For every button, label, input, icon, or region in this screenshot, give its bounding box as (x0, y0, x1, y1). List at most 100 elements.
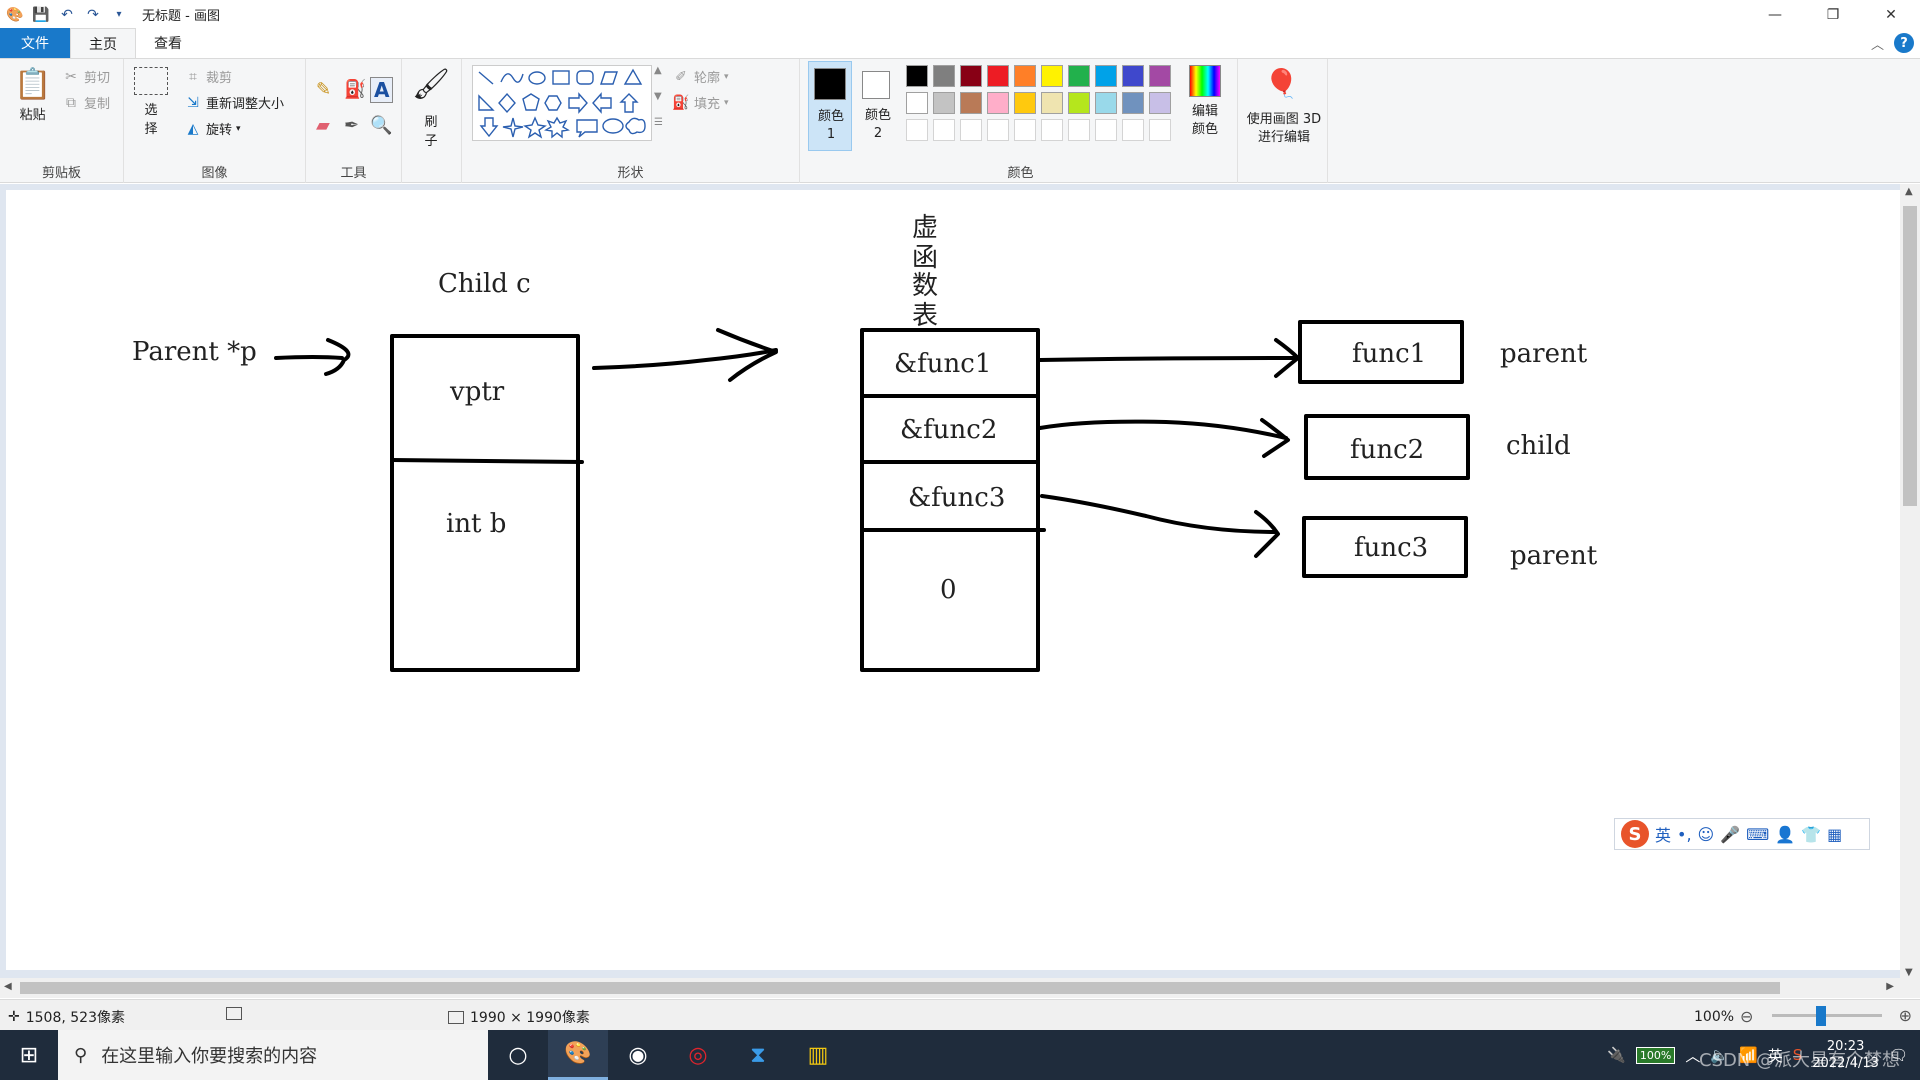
color-swatch[interactable] (933, 65, 955, 87)
crop-button[interactable]: ⌗裁剪 (184, 67, 232, 87)
taskbar-vscode-icon[interactable]: ⧗ (750, 1042, 766, 1068)
color1-button[interactable]: 颜色 1 (808, 61, 852, 151)
color-picker-icon[interactable]: ✒ (344, 115, 360, 136)
fill-button[interactable]: ⛽填充▾ (672, 94, 729, 113)
horizontal-scrollbar[interactable]: ◀ ▶ (0, 978, 1920, 998)
color-swatch[interactable] (1041, 119, 1063, 141)
undo-icon[interactable]: ↶ (61, 6, 73, 23)
taskbar-search[interactable]: ⚲ 在这里输入你要搜索的内容 (58, 1030, 488, 1080)
color-swatch[interactable] (987, 92, 1009, 114)
color-swatch[interactable] (1014, 119, 1036, 141)
cut-button[interactable]: ✂剪切 (62, 67, 110, 87)
edit-colors-button[interactable]: 编辑颜色 (1178, 65, 1232, 155)
color-swatch[interactable] (1149, 92, 1171, 114)
scroll-down-icon[interactable]: ▼ (1905, 967, 1913, 978)
task-view-icon[interactable]: ○ (508, 1042, 528, 1068)
color-swatch[interactable] (1149, 119, 1171, 141)
scroll-left-icon[interactable]: ◀ (4, 981, 12, 992)
zoom-out-icon[interactable]: ⊖ (1740, 1007, 1754, 1026)
zoom-slider-thumb[interactable] (1816, 1006, 1826, 1026)
resize-button[interactable]: ⇲重新调整大小 (184, 93, 284, 113)
shapes-expand-icon[interactable]: ☰ (654, 117, 663, 128)
ime-lang-toggle[interactable]: 英 (1655, 826, 1672, 845)
color-swatch[interactable] (1041, 92, 1063, 114)
color-swatch[interactable] (960, 119, 982, 141)
color-swatch[interactable] (1068, 119, 1090, 141)
color-swatch[interactable] (1095, 65, 1117, 87)
taskbar-paint-icon[interactable]: 🎨 (548, 1030, 608, 1080)
tab-home[interactable]: 主页 (70, 28, 136, 58)
copy-button[interactable]: ⧉复制 (62, 93, 110, 113)
clock[interactable]: 20:23 2022/4/13 (1812, 1039, 1879, 1071)
drawing-canvas[interactable]: Parent *p Child c vptr int b 虚 函 数 表 &fu… (6, 190, 1900, 970)
color-swatch[interactable] (1095, 92, 1117, 114)
minimize-button[interactable]: — (1768, 6, 1782, 23)
user-icon[interactable]: 👤 (1775, 824, 1796, 844)
shapes-scroll-down-icon[interactable]: ▼ (654, 91, 662, 102)
windows-start-icon[interactable]: ⊞ (19, 1042, 39, 1068)
punctuation-icon[interactable]: •, (1677, 824, 1692, 844)
emoji-icon[interactable]: ☺ (1697, 824, 1715, 844)
text-tool-icon[interactable]: A (370, 77, 394, 103)
color-swatch[interactable] (1041, 65, 1063, 87)
color-swatch[interactable] (1014, 92, 1036, 114)
microphone-icon[interactable]: 🎤 (1720, 824, 1741, 844)
sogou-tray-icon[interactable]: S (1792, 1046, 1803, 1064)
toolbox-icon[interactable]: ▦ (1827, 824, 1843, 844)
tab-file[interactable]: 文件 (0, 28, 70, 58)
color-swatch[interactable] (1122, 65, 1144, 87)
color2-button[interactable]: 颜色 2 (856, 61, 900, 151)
taskbar-chrome-icon[interactable]: ◉ (628, 1042, 648, 1068)
fill-bucket-icon[interactable]: ⛽ (344, 79, 367, 100)
wifi-icon[interactable]: 📶 (1739, 1046, 1758, 1064)
maximize-button[interactable]: ❐ (1826, 6, 1840, 23)
quick-access-dropdown-icon[interactable]: ▾ (116, 9, 122, 20)
notification-icon[interactable]: 🗨 (1888, 1046, 1908, 1064)
color-swatch[interactable] (933, 92, 955, 114)
speaker-icon[interactable]: 🔈 (1710, 1046, 1730, 1064)
horizontal-scroll-thumb[interactable] (20, 982, 1780, 994)
color-swatch[interactable] (1122, 92, 1144, 114)
keyboard-icon[interactable]: ⌨ (1746, 824, 1770, 844)
taskbar-netease-music-icon[interactable]: ◎ (688, 1042, 708, 1068)
color-swatch[interactable] (933, 119, 955, 141)
color-swatch[interactable] (906, 119, 928, 141)
paint3d-group[interactable]: 🎈 使用画图 3D 进行编辑 (1238, 59, 1328, 183)
vertical-scroll-thumb[interactable] (1903, 206, 1917, 506)
battery-indicator[interactable]: 100% (1635, 1046, 1676, 1064)
magnifier-icon[interactable]: 🔍 (370, 115, 393, 136)
color-swatch[interactable] (960, 65, 982, 87)
ime-toolbar[interactable]: S 英 •, ☺ 🎤 ⌨ 👤 👕 ▦ (1614, 818, 1870, 850)
redo-icon[interactable]: ↷ (87, 6, 99, 23)
color-swatch[interactable] (906, 92, 928, 114)
paste-button[interactable]: 📋 粘贴 (14, 67, 52, 123)
close-button[interactable]: ✕ (1885, 6, 1897, 23)
tab-view[interactable]: 查看 (154, 36, 182, 52)
skin-icon[interactable]: 👕 (1801, 824, 1822, 844)
zoom-slider[interactable] (1772, 1006, 1882, 1026)
collapse-ribbon-icon[interactable]: ︿ (1870, 37, 1884, 53)
paint-app-icon[interactable]: 🎨 (6, 6, 24, 23)
rotate-button[interactable]: ◭旋转▾ (184, 119, 241, 139)
taskbar-powerbi-icon[interactable]: ▥ (807, 1042, 829, 1068)
scroll-right-icon[interactable]: ▶ (1886, 981, 1894, 992)
save-icon[interactable]: 💾 (32, 6, 50, 23)
outline-button[interactable]: ✐轮廓▾ (672, 67, 728, 87)
color-swatch[interactable] (906, 65, 928, 87)
scroll-up-icon[interactable]: ▲ (1905, 186, 1913, 197)
brushes-group[interactable]: 🖌 刷子 (402, 59, 462, 183)
color-swatch[interactable] (1014, 65, 1036, 87)
color-swatch[interactable] (960, 92, 982, 114)
color-swatch[interactable] (1122, 119, 1144, 141)
color-swatch[interactable] (987, 65, 1009, 87)
color-swatch[interactable] (1068, 65, 1090, 87)
zoom-in-icon[interactable]: ⊕ (1898, 1006, 1912, 1025)
color-swatch[interactable] (1095, 119, 1117, 141)
vertical-scrollbar[interactable]: ▲ ▼ (1900, 184, 1920, 980)
taskbar-ime-indicator[interactable]: 英 (1767, 1046, 1783, 1065)
shapes-gallery[interactable] (472, 65, 652, 141)
eraser-icon[interactable]: ▰ (316, 115, 330, 136)
color-swatch[interactable] (1068, 92, 1090, 114)
help-icon[interactable]: ? (1894, 33, 1914, 53)
shapes-scroll-up-icon[interactable]: ▲ (654, 65, 662, 76)
